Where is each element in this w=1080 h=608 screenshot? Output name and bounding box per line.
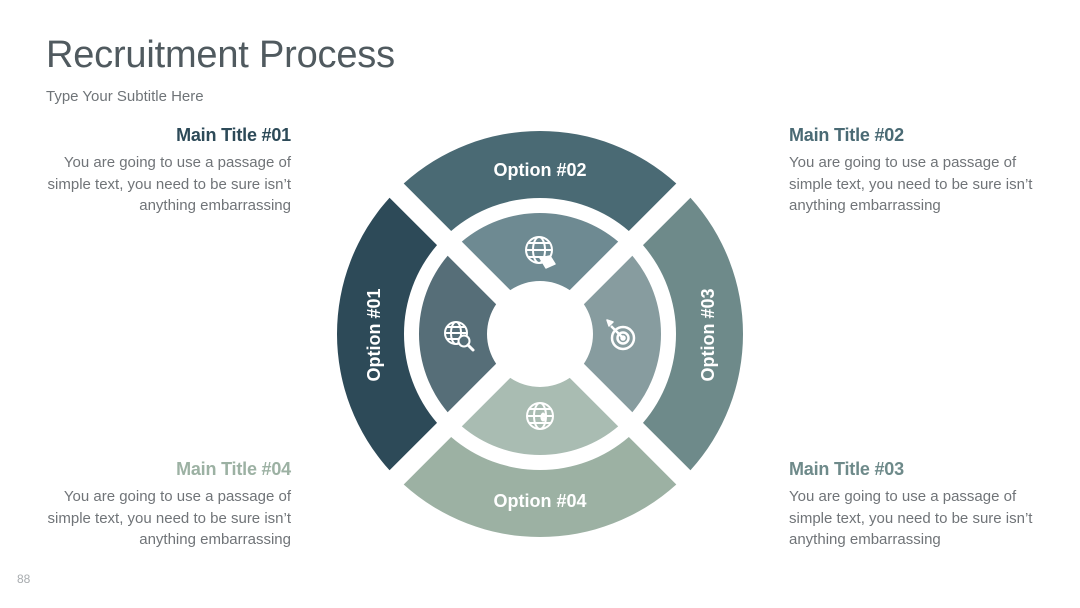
target-dart-icon	[606, 319, 636, 351]
block-title: Main Title #03	[789, 459, 904, 479]
page-number: 88	[17, 572, 31, 586]
block-text: You are going to use a passage of simple…	[789, 154, 1033, 214]
globe-phone-icon	[526, 402, 554, 430]
info-block-04: Main Title #04 You are going to use a pa…	[41, 459, 292, 551]
block-text: You are going to use a passage of simple…	[47, 154, 291, 214]
segment-option-01	[336, 197, 438, 471]
option-label-01: Option #01	[364, 288, 384, 381]
globe-hand-icon	[525, 236, 556, 269]
option-label-02: Option #02	[493, 160, 586, 180]
block-text: You are going to use a passage of simple…	[47, 488, 291, 548]
inner-segment-01	[418, 255, 497, 413]
segment-option-04	[403, 436, 677, 538]
segment-option-03	[642, 197, 744, 471]
globe-search-icon	[444, 321, 475, 352]
info-block-01: Main Title #01 You are going to use a pa…	[41, 125, 292, 217]
block-title: Main Title #01	[176, 125, 291, 145]
block-title: Main Title #02	[789, 125, 904, 145]
block-title: Main Title #04	[176, 459, 291, 479]
slide-title: Recruitment Process	[46, 34, 395, 76]
info-block-03: Main Title #03 You are going to use a pa…	[789, 459, 1039, 551]
segment-option-02	[403, 130, 677, 232]
inner-segment-03	[583, 255, 662, 413]
option-label-03: Option #03	[698, 288, 718, 381]
info-block-02: Main Title #02 You are going to use a pa…	[789, 125, 1039, 217]
slide-subtitle: Type Your Subtitle Here	[46, 88, 204, 105]
inner-segment-02	[461, 212, 619, 291]
block-text: You are going to use a passage of simple…	[789, 488, 1033, 548]
option-label-04: Option #04	[493, 491, 586, 511]
